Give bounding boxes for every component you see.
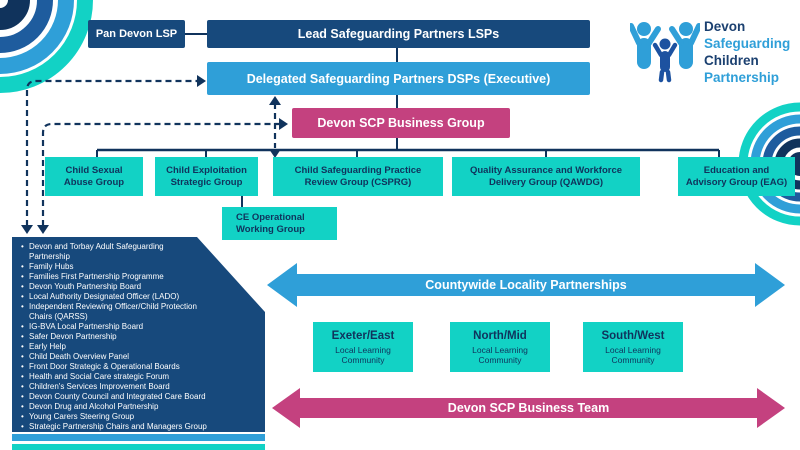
- teal-accent-stripe: [12, 444, 265, 450]
- devon-scp-business-group-box: Devon SCP Business Group: [292, 108, 510, 138]
- partner-organisations-list: Devon and Torbay Adult Safeguarding Part…: [18, 242, 259, 432]
- partner-list-item: Child Death Overview Panel: [18, 352, 259, 362]
- partner-list-item: Devon and Torbay Adult Safeguarding Part…: [18, 242, 259, 262]
- local-learning-community-box: North/Mid Local Learning Community: [450, 322, 550, 372]
- three-figures-family-icon: [630, 22, 700, 83]
- logo-wordmark: Devon Safeguarding Children Partnership: [704, 18, 790, 86]
- devon-scp-logo: Devon Safeguarding Children Partnership: [630, 12, 795, 92]
- blue-accent-stripe: [12, 434, 265, 441]
- partner-list-item: Devon Youth Partnership Board: [18, 282, 259, 292]
- partner-list-item: Devon Drug and Alcohol Partnership: [18, 402, 259, 412]
- subgroup-box: Child Sexual Abuse Group: [45, 157, 143, 196]
- logo-word-safeguarding: Safeguarding: [704, 36, 791, 51]
- partner-list-item: Strategic Partnership Chairs and Manager…: [18, 422, 259, 432]
- partner-organisations-panel: Devon and Torbay Adult Safeguarding Part…: [12, 237, 265, 432]
- partner-list-item: IG-BVA Local Partnership Board: [18, 322, 259, 332]
- locality-subtitle: Local Learning Community: [472, 344, 528, 365]
- ce-operational-working-group-box: CE Operational Working Group: [222, 207, 337, 240]
- delegated-safeguarding-partners-box: Delegated Safeguarding Partners DSPs (Ex…: [207, 62, 590, 95]
- logo-word-partnership: Partnership: [704, 70, 780, 85]
- locality-name: Exeter/East: [331, 329, 395, 342]
- partner-list-item: Devon County Council and Integrated Care…: [18, 392, 259, 402]
- partner-list-item: Front Door Strategic & Operational Board…: [18, 362, 259, 372]
- countywide-arrow-label: Countywide Locality Partnerships: [425, 278, 627, 292]
- double-arrow-shape: [272, 388, 785, 428]
- partner-list-item: Local Authority Designated Officer (LADO…: [18, 292, 259, 302]
- business-team-arrow-label: Devon SCP Business Team: [447, 401, 610, 415]
- locality-name: North/Mid: [473, 329, 527, 342]
- locality-subtitle: Local Learning Community: [605, 344, 661, 365]
- pan-devon-lsp-box: Pan Devon LSP: [88, 20, 185, 48]
- dashed-arrowheads: [21, 75, 288, 234]
- lead-safeguarding-partners-box: Lead Safeguarding Partners LSPs: [207, 20, 590, 48]
- subgroup-box: Child Exploitation Strategic Group: [155, 157, 258, 196]
- locality-subtitle: Local Learning Community: [335, 344, 391, 365]
- subgroup-box: Education and Advisory Group (EAG): [678, 157, 795, 196]
- double-arrow-shape: [267, 263, 785, 307]
- subgroup-box: Child Safeguarding Practice Review Group…: [273, 157, 443, 196]
- devon-scp-business-team-arrow: Devon SCP Business Team: [272, 388, 785, 428]
- logo-word-children: Children: [704, 53, 759, 68]
- local-learning-community-box: South/West Local Learning Community: [583, 322, 683, 372]
- locality-name: South/West: [601, 329, 665, 342]
- partner-list-item: Independent Reviewing Officer/Child Prot…: [18, 302, 259, 322]
- partner-list-item: Early Help: [18, 342, 259, 352]
- partner-list-item: Families First Partnership Programme: [18, 272, 259, 282]
- partner-list-item: Family Hubs: [18, 262, 259, 272]
- corner-arcs-icon: [0, 0, 93, 93]
- partner-list-item: Safer Devon Partnership: [18, 332, 259, 342]
- subgroup-box: Quality Assurance and Workforce Delivery…: [452, 157, 640, 196]
- local-learning-community-box: Exeter/East Local Learning Community: [313, 322, 413, 372]
- solid-connector-lines: [96, 33, 720, 207]
- dashed-connector-arrows: [25, 79, 280, 226]
- countywide-locality-partnerships-arrow: Countywide Locality Partnerships: [267, 263, 785, 307]
- partner-list-item: Health and Social Care strategic Forum: [18, 372, 259, 382]
- partner-list-item: Young Carers Steering Group: [18, 412, 259, 422]
- logo-word-devon: Devon: [704, 19, 746, 34]
- partner-list-item: Children's Services Improvement Board: [18, 382, 259, 392]
